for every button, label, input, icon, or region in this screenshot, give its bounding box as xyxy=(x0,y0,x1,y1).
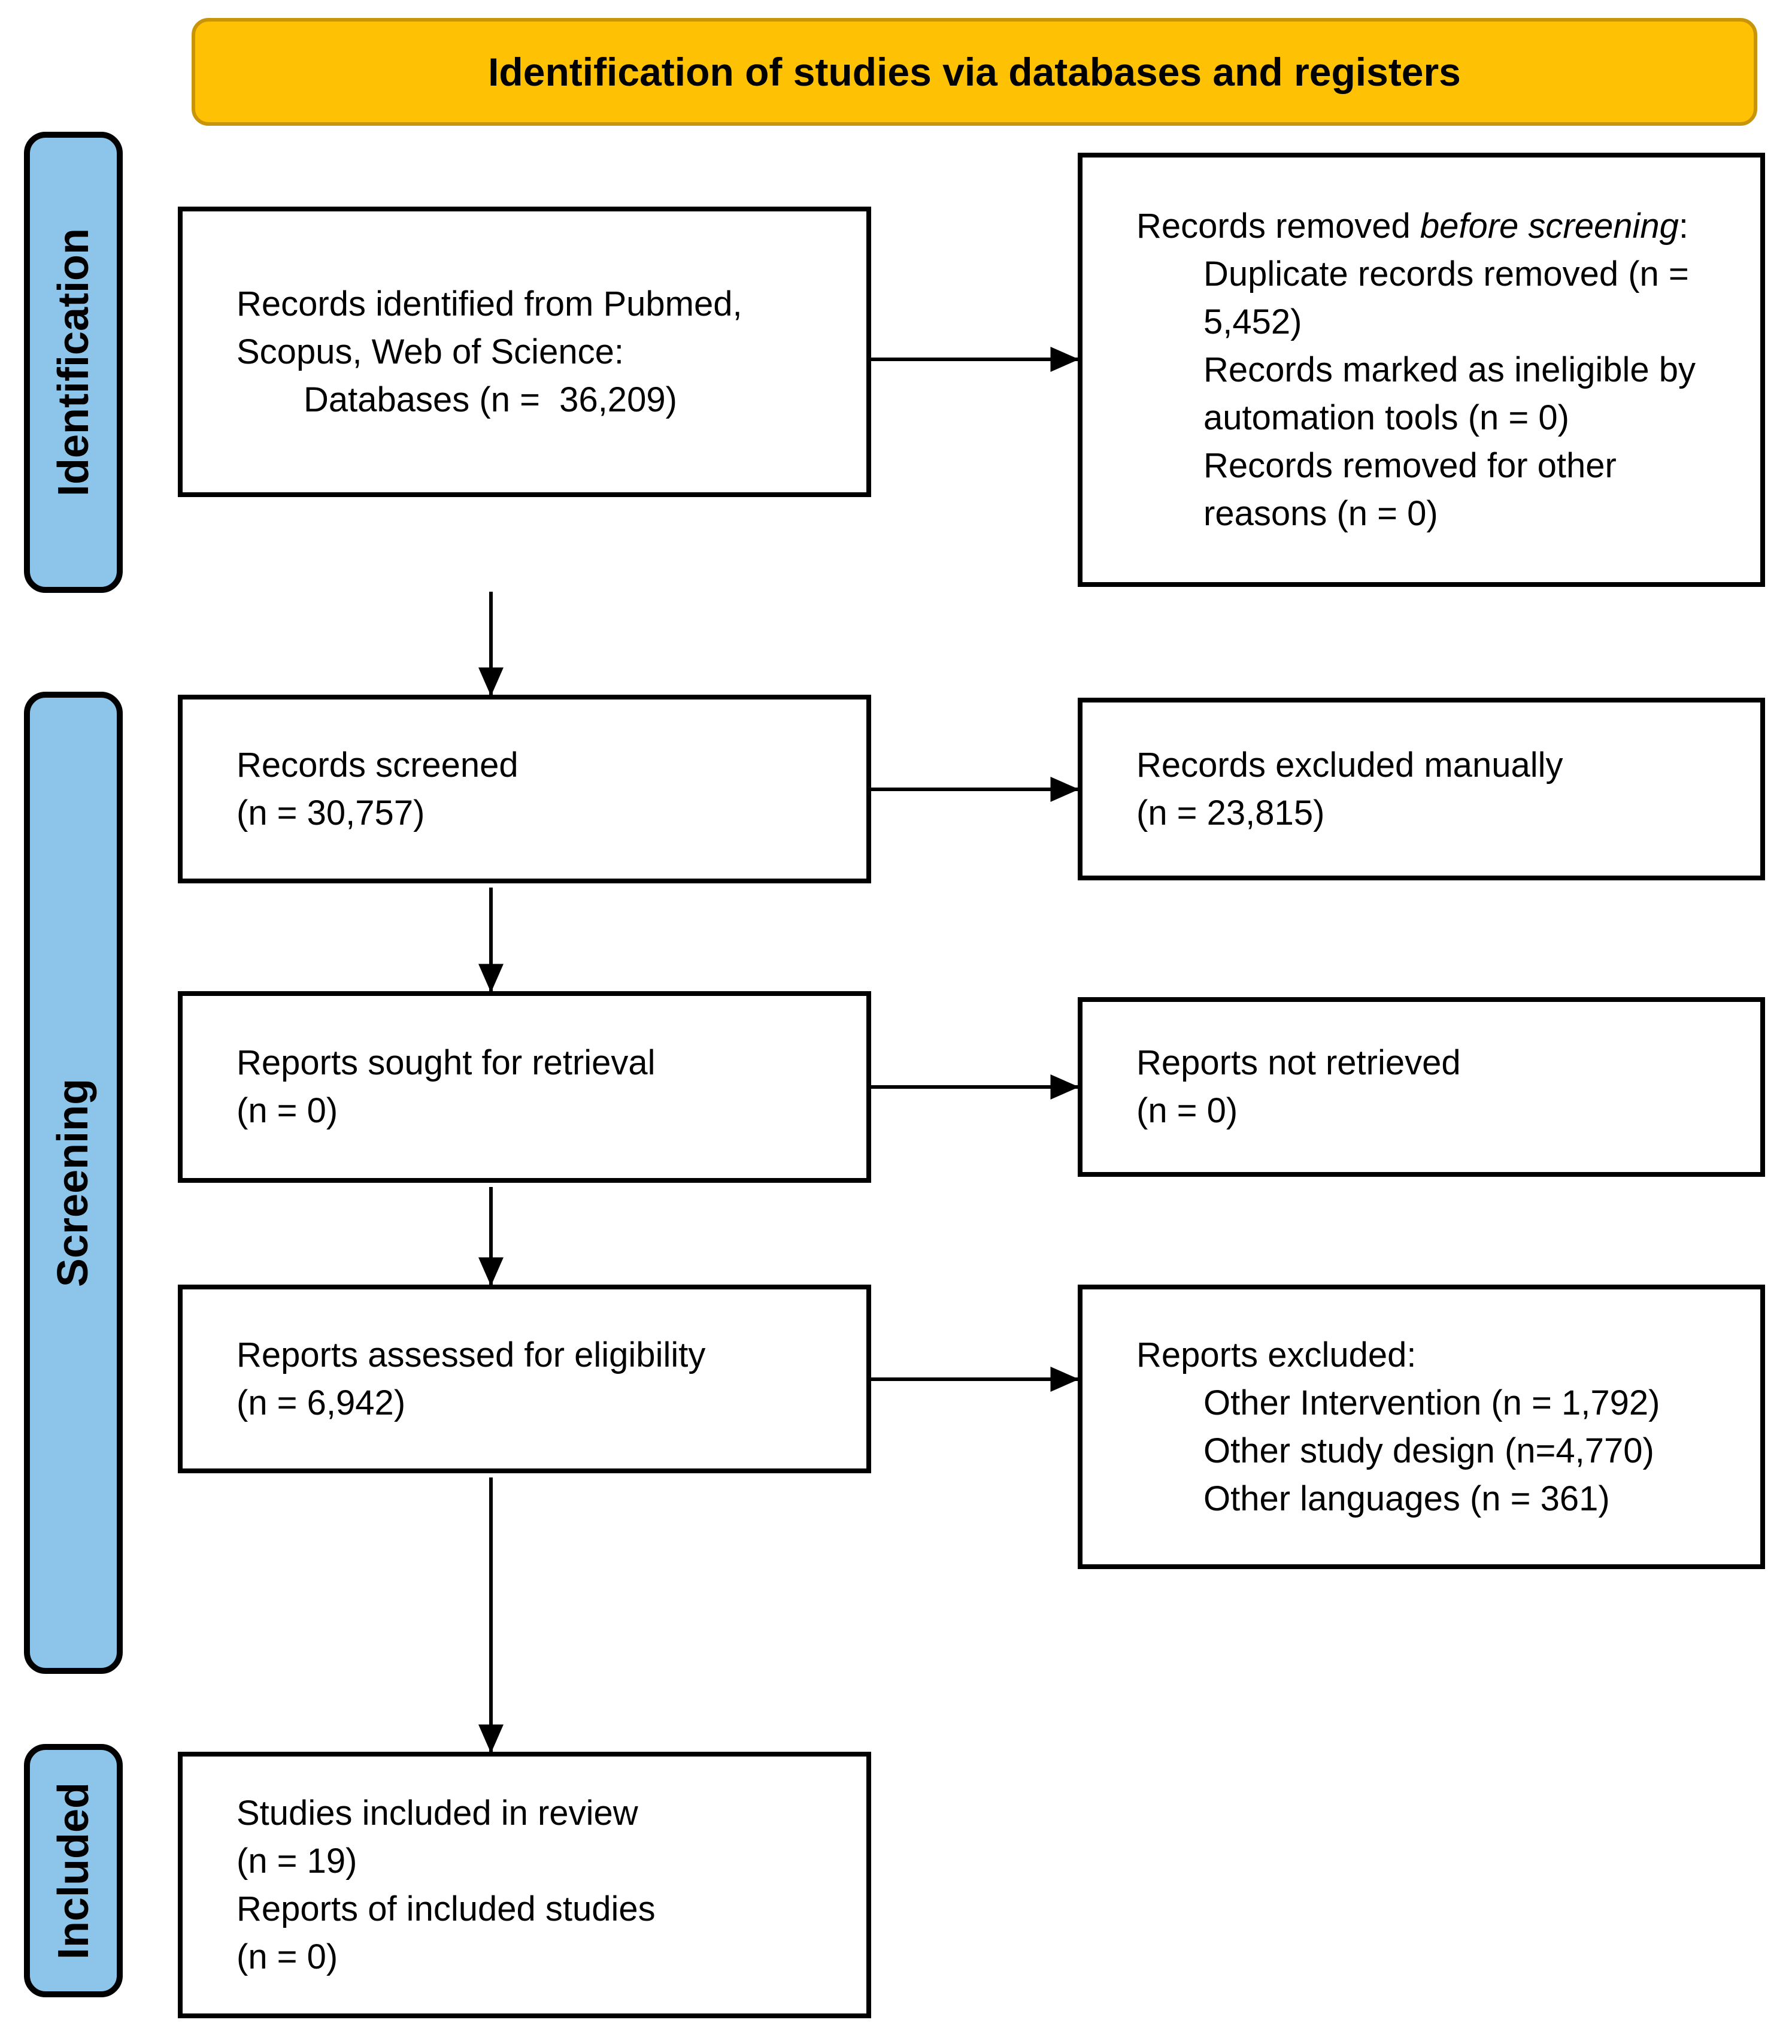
records-screened-text: Records screened xyxy=(236,745,519,785)
reports-assessed-count: (n = 6,942) xyxy=(236,1383,406,1422)
reports-sought-text: Reports sought for retrieval xyxy=(236,1043,656,1082)
box-records-identified: Records identified from Pubmed, Scopus, … xyxy=(178,207,871,497)
box-studies-included: Studies included in review (n = 19) Repo… xyxy=(178,1752,871,2018)
list-item: Other Intervention (n = 1,792) xyxy=(1203,1383,1660,1422)
records-identified-text: Records identified from Pubmed, Scopus, … xyxy=(236,284,742,371)
stage-screening: Screening xyxy=(24,692,123,1674)
box-reports-sought: Reports sought for retrieval (n = 0) xyxy=(178,991,871,1183)
box-records-screened: Records screened (n = 30,757) xyxy=(178,695,871,883)
stage-identification-label: Identification xyxy=(49,228,98,496)
box-records-excluded: Records excluded manually (n = 23,815) xyxy=(1078,698,1765,880)
records-screened-count: (n = 30,757) xyxy=(236,793,425,832)
box-records-removed: Records removed before screening: Duplic… xyxy=(1078,153,1765,587)
stage-screening-label: Screening xyxy=(49,1078,98,1288)
box-reports-not-retrieved: Reports not retrieved (n = 0) xyxy=(1078,997,1765,1177)
reports-sought-count: (n = 0) xyxy=(236,1091,338,1130)
banner-title: Identification of studies via databases … xyxy=(192,18,1757,126)
stage-included: Included xyxy=(24,1744,123,1997)
records-removed-intro: Records removed before screening: xyxy=(1136,202,1706,250)
list-item: Records marked as ineligible by automati… xyxy=(1203,350,1696,437)
reports-not-retrieved-text: Reports not retrieved xyxy=(1136,1043,1461,1082)
studies-included-count: (n = 19) xyxy=(236,1841,357,1881)
reports-included-count: (n = 0) xyxy=(236,1937,338,1976)
reports-included-text: Reports of included studies xyxy=(236,1889,656,1928)
banner-title-text: Identification of studies via databases … xyxy=(488,50,1461,94)
list-item: Duplicate records removed (n = 5,452) xyxy=(1203,254,1689,341)
reports-assessed-text: Reports assessed for eligibility xyxy=(236,1335,706,1374)
reports-excluded-intro: Reports excluded: xyxy=(1136,1335,1417,1374)
stage-identification: Identification xyxy=(24,132,123,593)
records-removed-intro-suffix: : xyxy=(1678,206,1689,246)
studies-included-text: Studies included in review xyxy=(236,1793,638,1833)
list-item: Other languages (n = 361) xyxy=(1203,1479,1610,1518)
list-item: Records removed for other reasons (n = 0… xyxy=(1203,446,1617,533)
box-reports-excluded: Reports excluded: Other Intervention (n … xyxy=(1078,1285,1765,1569)
stage-included-label: Included xyxy=(49,1782,98,1960)
records-excluded-count: (n = 23,815) xyxy=(1136,793,1325,832)
reports-not-retrieved-count: (n = 0) xyxy=(1136,1091,1238,1130)
records-excluded-text: Records excluded manually xyxy=(1136,745,1563,785)
records-removed-intro-plain: Records removed xyxy=(1136,206,1420,246)
box-reports-assessed: Reports assessed for eligibility (n = 6,… xyxy=(178,1285,871,1473)
list-item: Other study design (n=4,770) xyxy=(1203,1431,1654,1470)
records-identified-databases: Databases (n = 36,209) xyxy=(304,380,677,419)
records-removed-intro-italic: before screening xyxy=(1420,206,1679,246)
